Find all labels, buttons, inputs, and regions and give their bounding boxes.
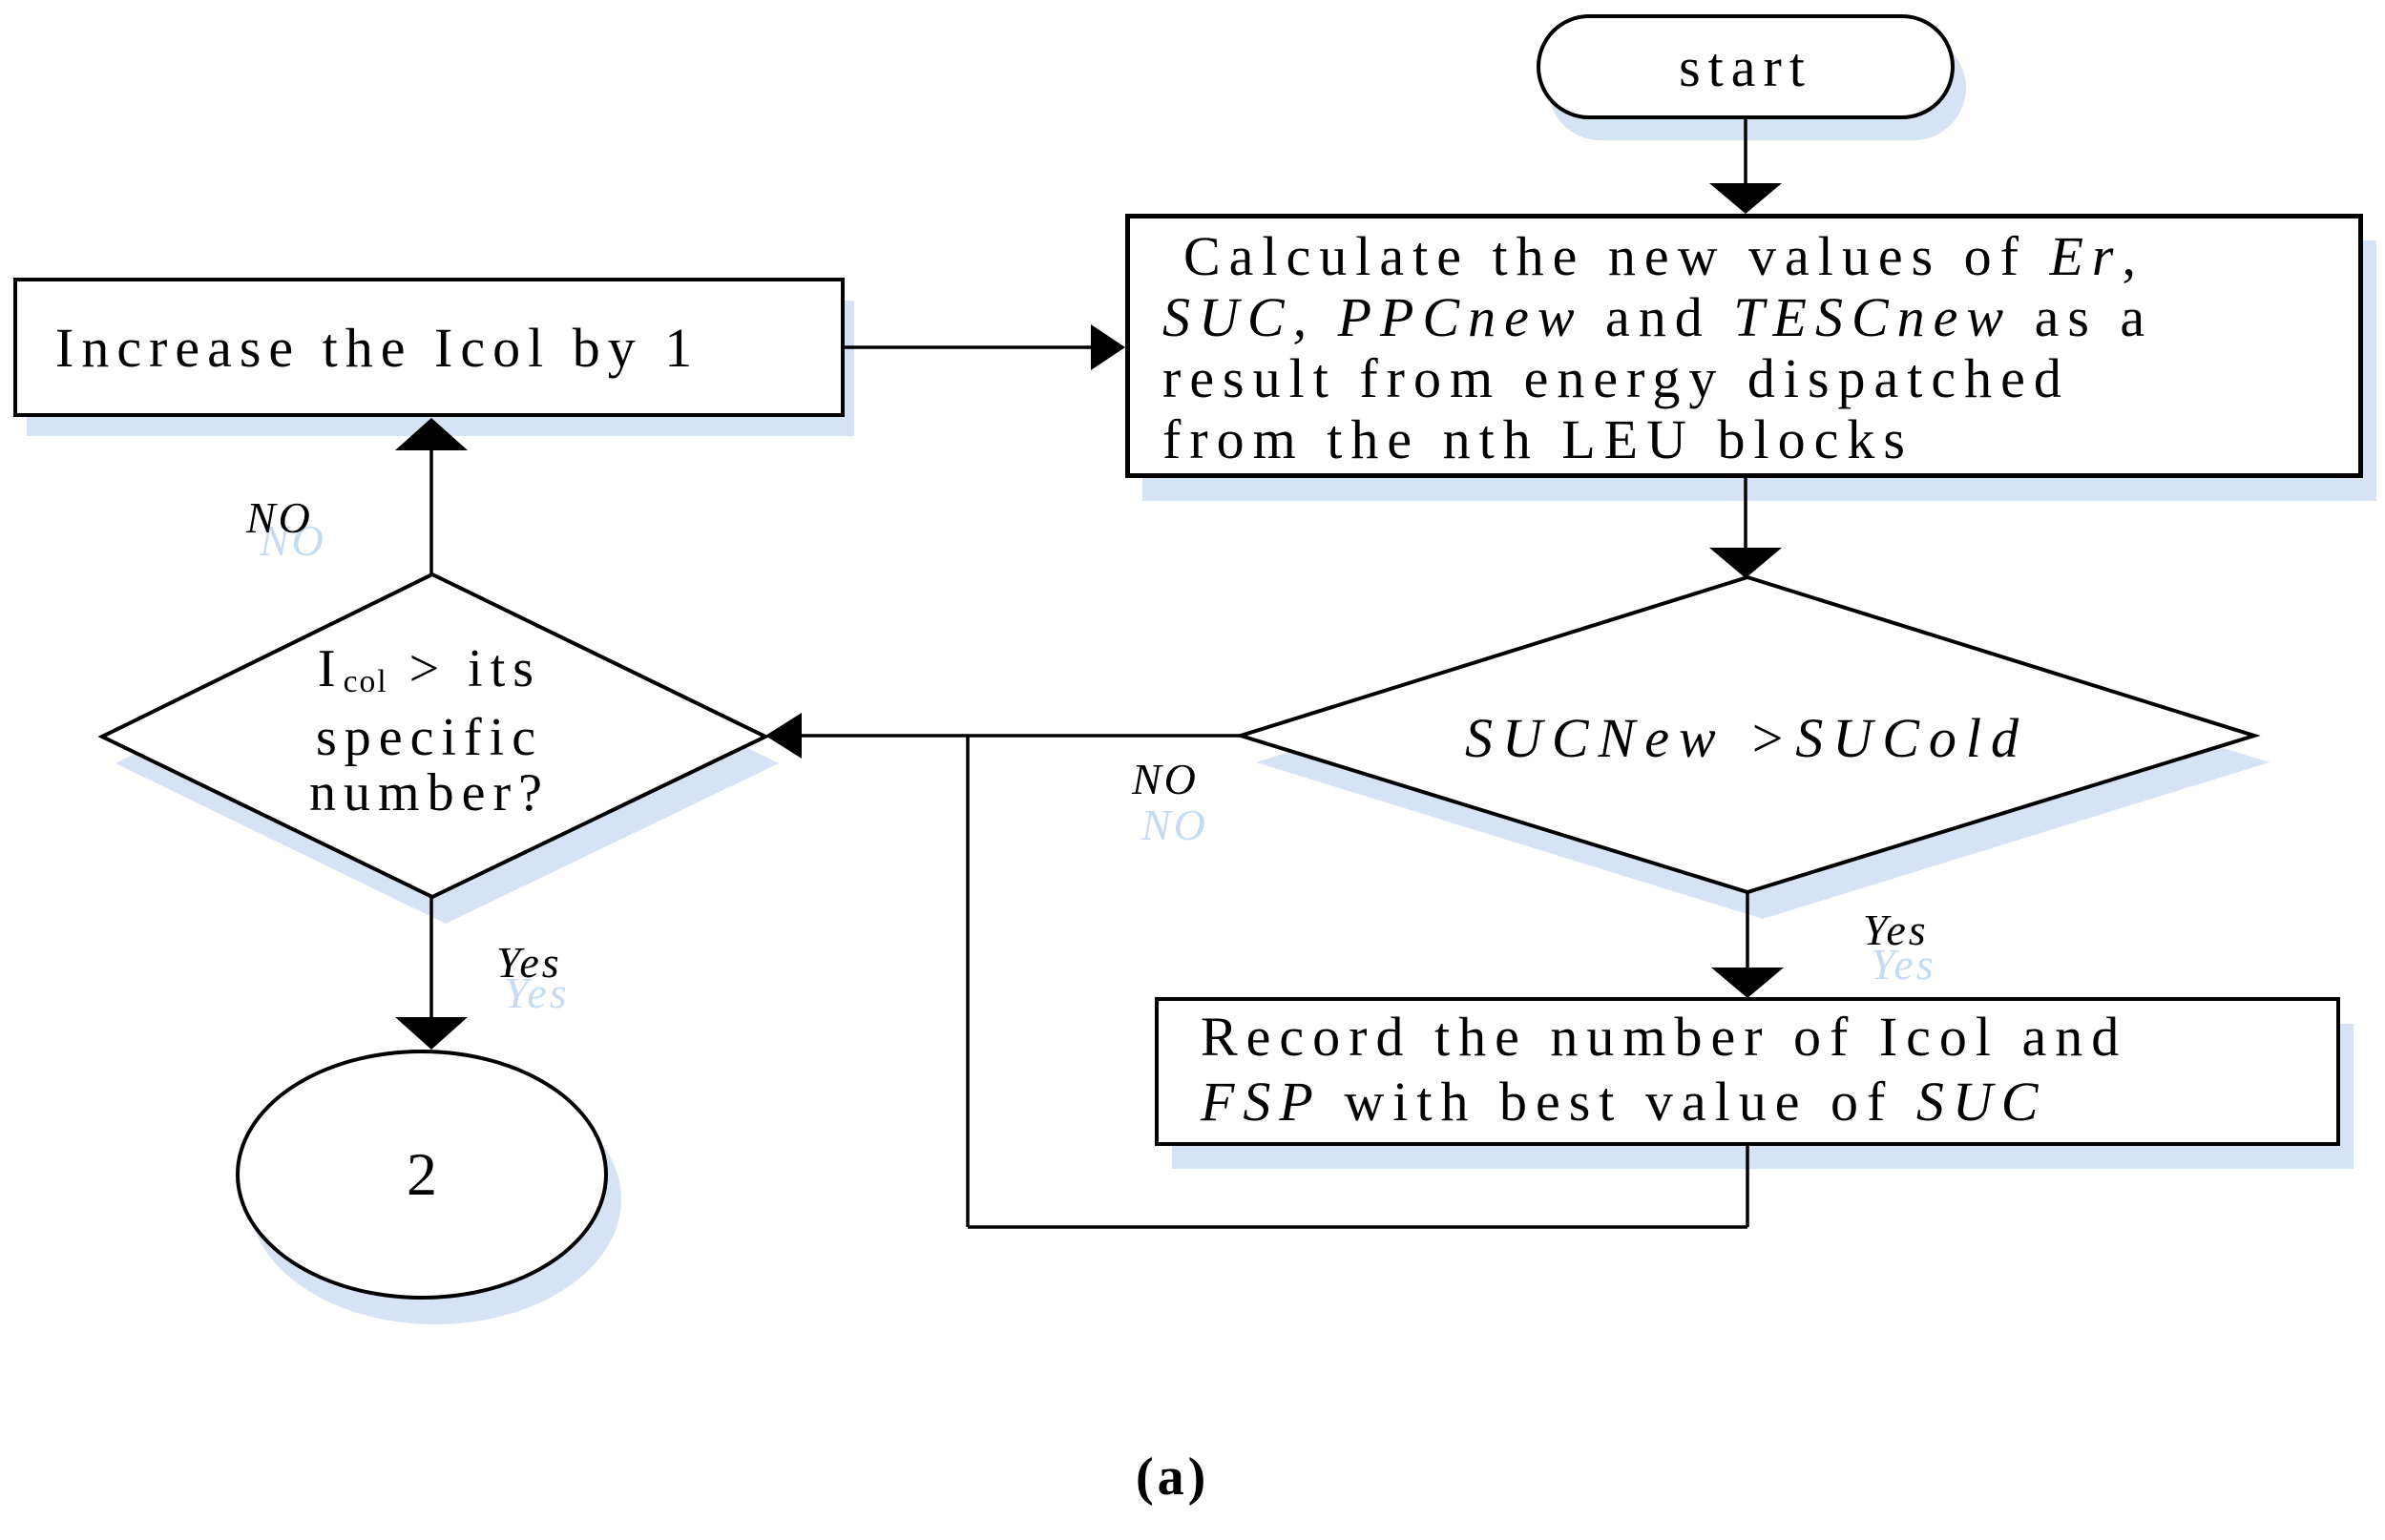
icol-line-3: number? [309, 763, 550, 823]
icol-line-2: specific [315, 708, 544, 768]
no-right-label: NO [1132, 755, 1199, 803]
arrow-down-icon [1709, 183, 1782, 214]
yes-left-label-shadow: Yes [504, 968, 570, 1017]
yes-right-label-shadow: Yes [1871, 940, 1936, 989]
calc-line-4: from the nth LEU blocks [1162, 408, 1914, 470]
yes-left-label: Yes [496, 938, 562, 987]
start-node: start [1537, 14, 1955, 119]
arrow-down-icon [1709, 548, 1782, 578]
calc-line-1: Calculate the new values of Er, [1183, 225, 2144, 287]
calc-line-2: SUC, PPCnew and TESCnew as a [1162, 286, 2154, 348]
arrow-right-icon [1091, 324, 1125, 370]
yes-right-label: Yes [1863, 905, 1929, 954]
figure-caption: (a) [1136, 1447, 1210, 1507]
record-line-2: FSP with best value of SUC [1201, 1071, 2047, 1133]
record-box: Record the number of Icol and FSP with b… [1155, 997, 2340, 1146]
calc-line-3: result from energy dispatched [1162, 347, 2070, 409]
record-line-1: Record the number of Icol and [1201, 1006, 2128, 1068]
no-right-label-shadow: NO [1141, 801, 1208, 849]
no-left-label-shadow: NO [260, 516, 326, 565]
decision-icol-text: Icol > its specific number? [143, 641, 716, 821]
decision-suc-text: SUCNew >SUCold [1464, 707, 2028, 769]
arrow-up-icon [395, 418, 468, 450]
start-label: start [1679, 35, 1812, 98]
icol-line-1: Icol > its [317, 639, 542, 700]
connector-label: 2 [407, 1140, 437, 1208]
arrow-down-icon [395, 1017, 468, 1050]
increase-icol-box: Increase the Icol by 1 [13, 278, 845, 417]
arrow-left-icon [765, 713, 802, 759]
calculate-process-box: Calculate the new values of Er, SUC, PPC… [1125, 214, 2363, 478]
arrow-down-icon [1711, 968, 1784, 998]
increase-label: Increase the Icol by 1 [55, 316, 701, 379]
no-left-label: NO [246, 493, 313, 542]
connector-circle: 2 [236, 1050, 608, 1300]
